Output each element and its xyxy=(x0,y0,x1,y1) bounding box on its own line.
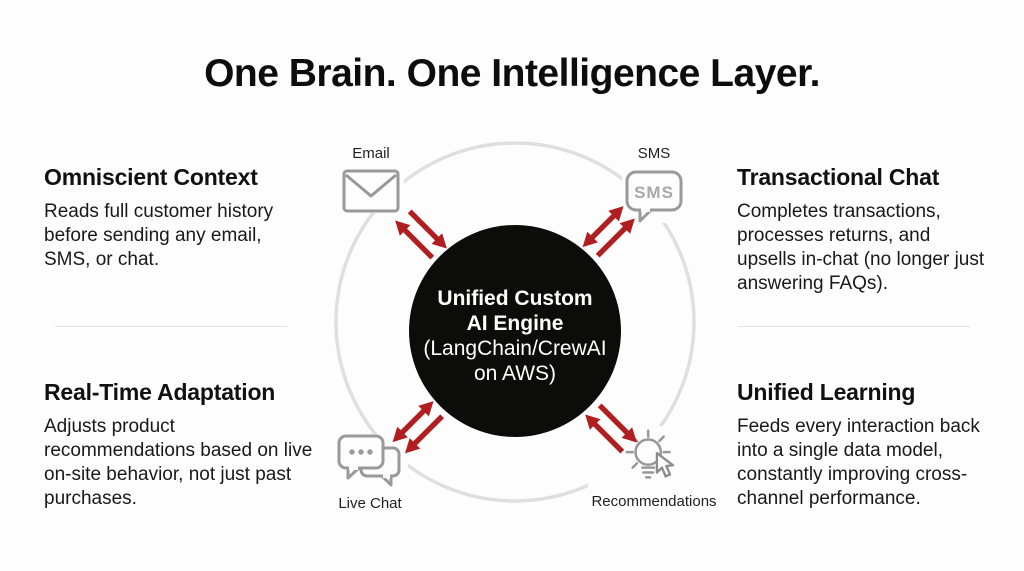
exchange-arrows-icon xyxy=(585,402,637,454)
node-label: Email xyxy=(348,144,394,163)
panel-heading: Unified Learning xyxy=(737,379,916,405)
arrow-pair-ne xyxy=(580,203,638,261)
panel-real-time-adaptation: Real-Time Adaptation Adjusts product rec… xyxy=(44,379,318,511)
ai-engine-line: on AWS) xyxy=(473,362,557,385)
divider xyxy=(55,326,287,327)
panel-transactional-chat: Transactional Chat Completes transaction… xyxy=(737,164,989,296)
exchange-arrows-icon xyxy=(395,208,447,260)
node-label: SMS xyxy=(633,144,675,163)
panel-body: Adjusts product recommendations based on… xyxy=(44,416,313,509)
panel-heading: Omniscient Context xyxy=(44,164,258,190)
sms-bubble-text: SMS xyxy=(634,183,674,202)
node-live-chat: Live Chat xyxy=(332,434,408,513)
panel-body: Feeds every interaction back into a sing… xyxy=(737,416,980,509)
ai-engine-line: Unified Custom xyxy=(437,287,593,310)
node-sms: SMS SMS xyxy=(622,144,686,223)
ai-engine-label: Unified Custom AI Engine (LangChain/Crew… xyxy=(395,286,635,386)
ai-engine-line: (LangChain/CrewAI xyxy=(423,337,607,360)
node-email: Email xyxy=(338,144,404,213)
envelope-icon xyxy=(342,169,400,213)
arrow-pair-sw xyxy=(390,398,448,456)
node-recommendations: Recommendations xyxy=(587,426,721,511)
panel-body: Completes transactions, processes return… xyxy=(737,201,985,294)
exchange-arrows-icon xyxy=(582,205,635,258)
exchange-arrows-icon xyxy=(392,400,445,453)
orbit-ring-circle xyxy=(334,141,696,503)
chat-bubbles-icon xyxy=(337,434,401,487)
node-label: Live Chat xyxy=(334,494,406,513)
sms-bubble-icon: SMS xyxy=(625,170,683,223)
divider xyxy=(738,326,970,327)
page-title: One Brain. One Intelligence Layer. xyxy=(204,52,820,95)
ai-engine-circle xyxy=(409,225,621,437)
ai-engine-line: AI Engine xyxy=(466,312,564,335)
panel-body: Reads full customer history before sendi… xyxy=(44,201,274,270)
panel-unified-learning: Unified Learning Feeds every interaction… xyxy=(737,379,995,511)
panel-omniscient-context: Omniscient Context Reads full customer h… xyxy=(44,164,310,272)
panel-heading: Transactional Chat xyxy=(737,164,940,190)
arrow-pair-se xyxy=(582,399,640,457)
arrow-pair-nw xyxy=(392,205,450,263)
diagram: Unified Custom AI Engine (LangChain/Crew… xyxy=(312,128,721,540)
orbit-ring xyxy=(334,141,696,503)
node-label: Recommendations xyxy=(587,492,721,511)
panel-heading: Real-Time Adaptation xyxy=(44,379,276,405)
